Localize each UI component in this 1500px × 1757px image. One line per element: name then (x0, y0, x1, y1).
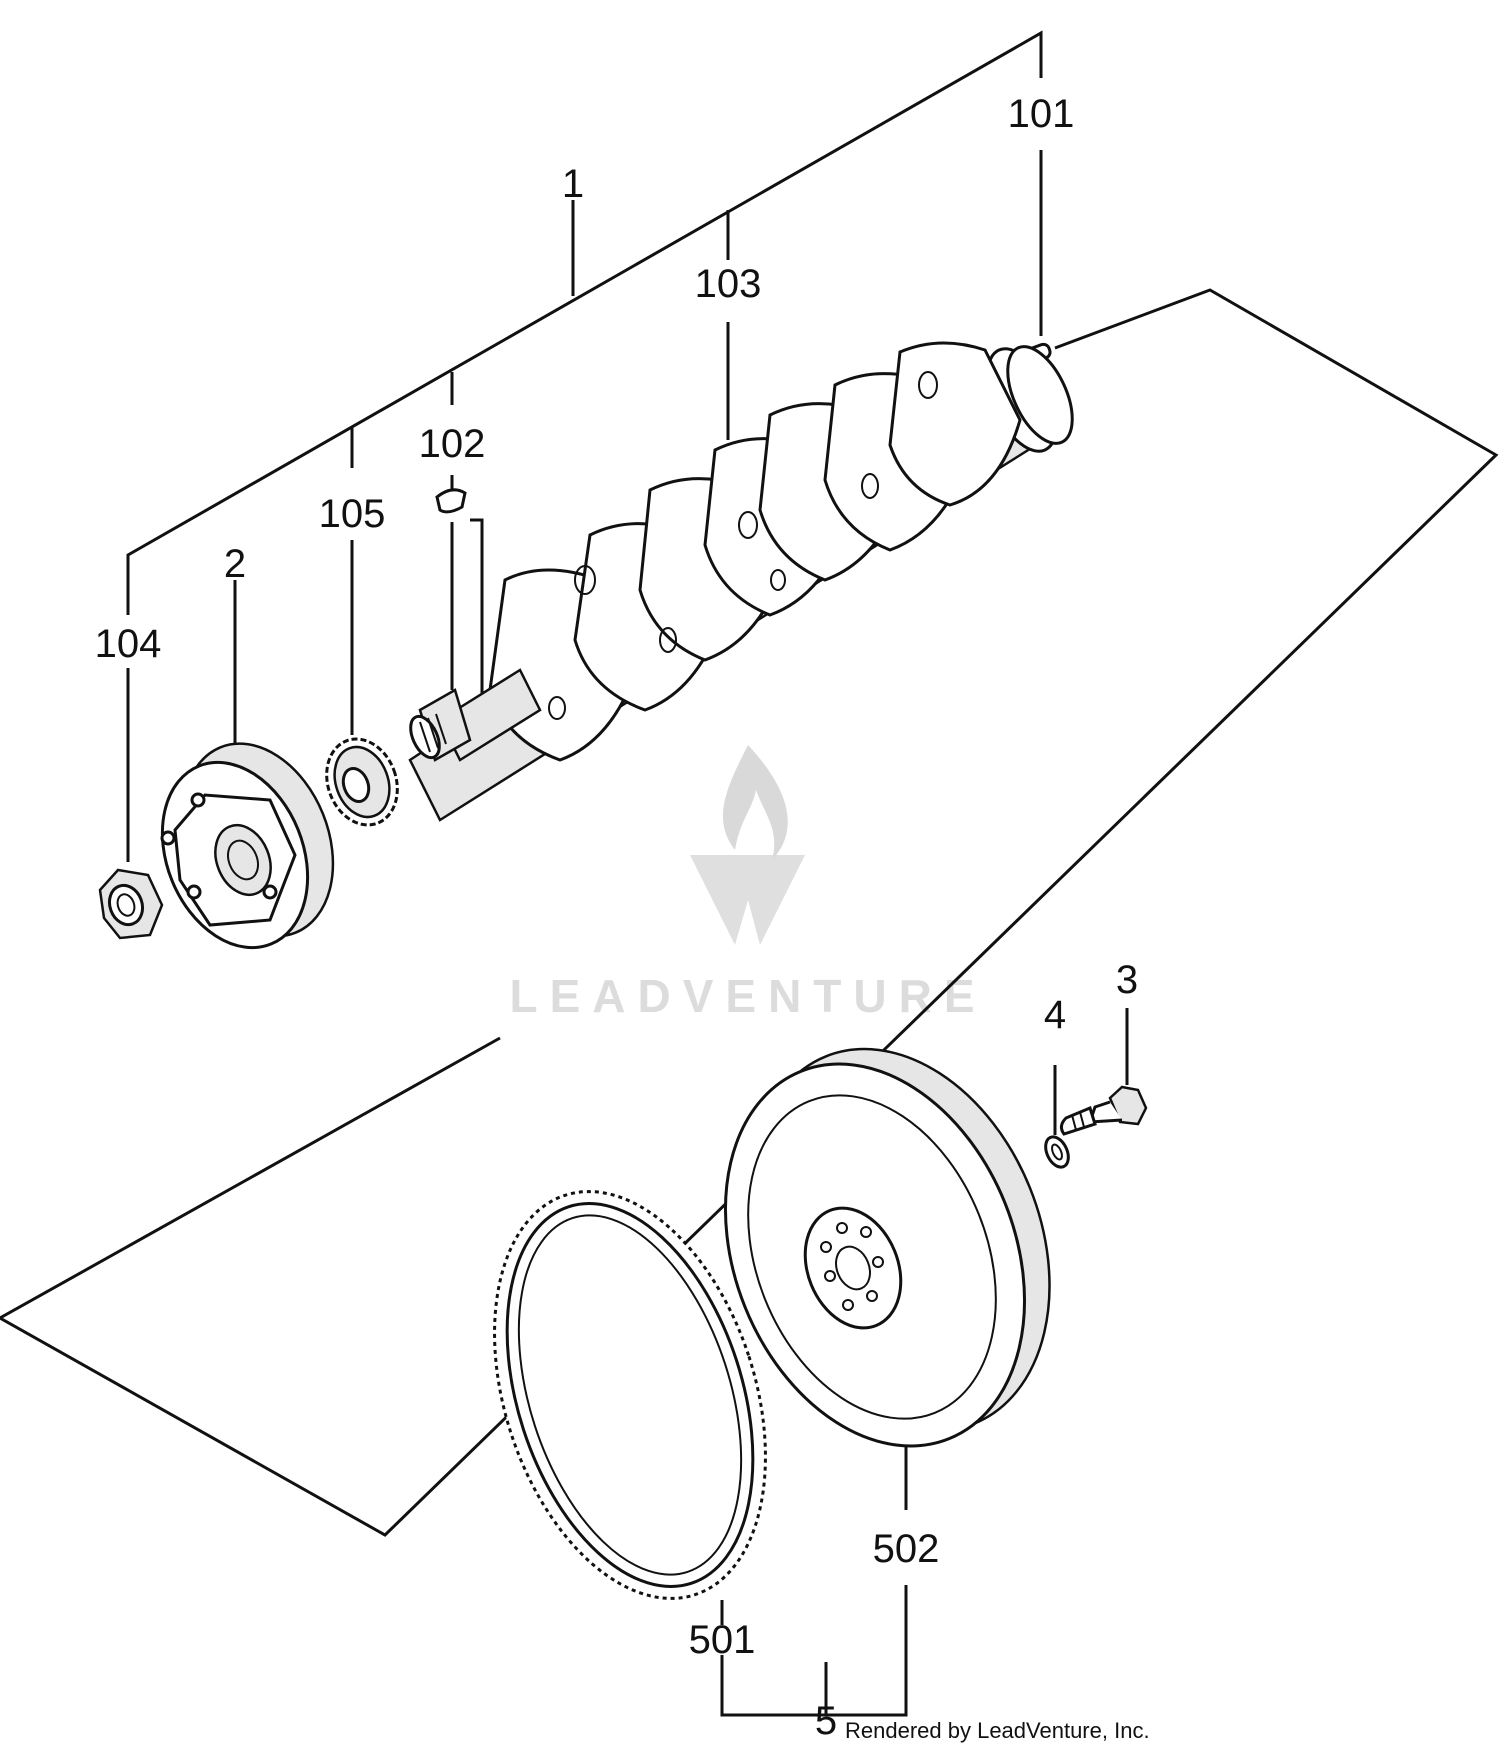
callout-1: 1 (562, 162, 584, 206)
assembly-1-bracket (126, 30, 1043, 615)
callout-105: 105 (319, 492, 386, 536)
callout-104: 104 (95, 622, 162, 666)
callout-4: 4 (1044, 993, 1066, 1037)
part-2-pulley (160, 742, 335, 950)
assembly-frame (0, 288, 1499, 1537)
part-4-washer (1044, 1135, 1070, 1169)
footer-credit: Rendered by LeadVenture, Inc. (845, 1718, 1150, 1743)
part-102-key (435, 488, 467, 514)
part-3-bolt (1059, 1085, 1148, 1136)
leadventure-watermark: LEADVENTURE (509, 745, 986, 1022)
callout-501: 501 (689, 1618, 756, 1662)
callout-3: 3 (1116, 958, 1138, 1002)
callout-2: 2 (224, 542, 246, 586)
part-104-nut (98, 868, 164, 940)
part-105-gear (325, 737, 399, 827)
callout-103: 103 (695, 262, 762, 306)
callout-502: 502 (873, 1527, 940, 1571)
watermark-text: LEADVENTURE (509, 970, 986, 1022)
callout-labels: 101 1 103 102 105 2 104 3 4 502 501 5 (95, 92, 1139, 1743)
part-103-crankshaft (408, 341, 1074, 822)
leader-lines (126, 150, 1129, 1717)
callout-5: 5 (815, 1699, 837, 1743)
part-502-flywheel (723, 1047, 1051, 1448)
callout-102: 102 (419, 422, 486, 466)
callout-101: 101 (1008, 92, 1075, 136)
part-501-ring-gear (493, 1190, 767, 1600)
